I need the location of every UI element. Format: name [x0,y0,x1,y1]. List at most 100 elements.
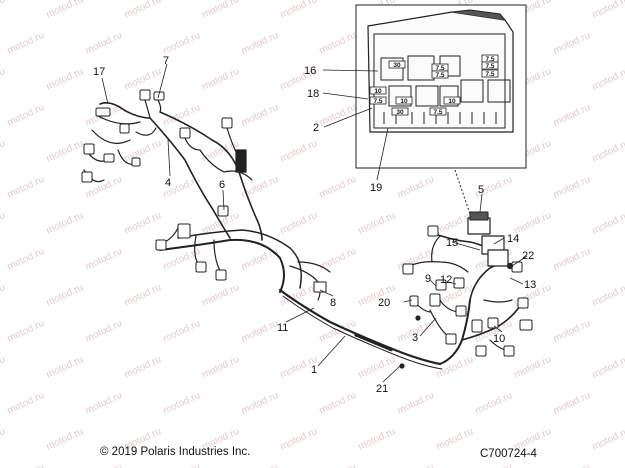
callout-19: 19 [370,182,382,194]
branch-wire [297,261,331,273]
watermark-text: motod.ru [513,354,553,381]
fuse-body [481,69,499,78]
fuse: 30 [388,60,406,69]
fuse-body [429,107,447,116]
watermark-text: motod.ru [240,246,280,273]
watermark-text: motod.ru [357,426,397,453]
watermark-text: motod.ru [240,318,280,345]
watermark-text: motod.ru [123,138,163,165]
watermark-text: motod.ru [45,354,85,381]
left-connectors [81,89,233,183]
connector [517,297,529,309]
callout-11: 11 [277,322,288,334]
watermark-text: motod.ru [201,138,241,165]
watermark-text: motod.ru [45,282,85,309]
watermark-text: motod.ru [84,246,124,273]
black-connector [235,149,247,173]
watermark-text: motod.ru [591,426,625,453]
watermark-text: motod.ru [162,30,202,57]
branch-wire [404,261,469,273]
watermark-text: motod.ru [435,426,475,453]
branch-connector [199,149,253,181]
watermark-text: motod.ru [318,390,358,417]
watermark-text: motod.ru [396,246,436,273]
watermark-text: motod.ru [318,246,358,273]
watermark-text: motod.ru [279,138,319,165]
fuse-box-latch [451,9,506,21]
watermark-text: motod.ru [6,174,46,201]
watermark-text: motod.ru [45,0,85,21]
fuse-body [481,61,499,70]
fuse-body [443,96,461,105]
connector [103,153,115,163]
watermark-text: motod.ru [357,354,397,381]
figure-code: C700724-4 [480,448,538,460]
watermark-text: motod.ru [552,390,592,417]
connector [155,239,167,251]
watermark-text: motod.ru [0,0,7,21]
watermark-text: motod.ru [591,0,625,21]
callout-21: 21 [376,383,388,395]
connector [177,223,191,239]
watermark-text: motod.ru [45,138,85,165]
watermark-text: motod.ru [591,210,625,237]
watermark-text: motod.ru [0,210,7,237]
callout-9: 9 [425,273,431,285]
watermark-text: motod.ru [279,426,319,453]
callout-22: 22 [522,250,534,262]
fuse-body [388,60,406,69]
callout-7: 7 [163,55,169,67]
callout-3: 3 [412,332,418,344]
callout-17: 17 [93,66,105,78]
connector [435,279,447,291]
relay-socket [460,79,484,103]
watermark-text: motod.ru [396,462,436,468]
main-trunk-edge [282,295,443,370]
watermark-text: motod.ru [591,138,625,165]
watermark-text: motod.ru [240,102,280,129]
watermark-text: motod.ru [591,282,625,309]
relay-socket [487,79,511,103]
connector [215,269,227,281]
fastener [506,262,514,270]
connector [119,123,130,134]
fuse-rating-label: 7.5 [485,63,494,70]
watermark-text: motod.ru [123,210,163,237]
connector [427,225,439,237]
callout-5: 5 [478,184,484,196]
callout-1: 1 [311,364,317,376]
callout-16: 16 [304,65,316,77]
connector [475,345,487,357]
watermark-text: motod.ru [45,426,85,453]
connector [503,345,515,357]
watermark-text: motod.ru [123,0,163,21]
watermark-text: motod.ru [84,30,124,57]
watermark-text: motod.ru [591,354,625,381]
branch-right-up [159,111,263,241]
trunk-wrap [354,333,394,352]
watermark-text: motod.ru [0,426,7,453]
branch-left-up [149,117,231,239]
watermark-text: motod.ru [123,66,163,93]
watermark-text: motod.ru [84,462,124,468]
relay-socket [388,85,412,107]
watermark-text: motod.ru [474,390,514,417]
connector [455,305,467,317]
watermark-text: motod.ru [552,174,592,201]
leader-lines [101,63,528,383]
watermark-text: motod.ru [84,390,124,417]
watermark-text: motod.ru [162,390,202,417]
fuse-rating-label: 7.5 [435,72,444,79]
watermark-text: motod.ru [591,66,625,93]
fuse: 7.5 [431,70,449,79]
watermark-text: motod.ru [435,354,475,381]
watermark-text: motod.ru [6,318,46,345]
watermark-text: motod.ru [123,282,163,309]
connector [153,91,165,101]
watermark-text: motod.ru [6,102,46,129]
fuse-rating-label: 7.5 [485,71,494,78]
watermark-text: motod.ru [552,102,592,129]
watermark-text: motod.ru [0,354,7,381]
